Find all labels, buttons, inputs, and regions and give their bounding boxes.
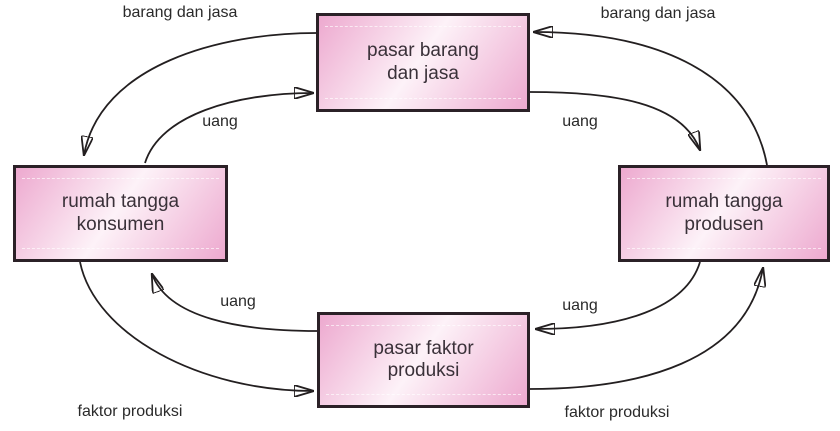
flow-label-goods-top-right: barang dan jasa [600,5,716,22]
arrow-goods-market-to-consumer [84,32,317,155]
arrow-factors-consumer-to-factor-market [79,261,313,391]
flow-label-money-bottom-right: uang [562,297,598,314]
flow-label-factors-bottom-right: faktor produksi [564,404,670,421]
arrow-money-goods-market-to-producer [529,91,700,150]
arrow-money-consumer-to-goods-market [144,93,313,164]
flow-label-money-top-left: uang [202,113,238,130]
arrow-factors-factor-market-to-producer [529,268,763,390]
arrow-money-factor-market-to-consumer [152,274,318,332]
node-rumah-tangga-konsumen: rumah tangga konsumen [13,165,228,262]
flow-label-goods-top-left: barang dan jasa [122,4,238,21]
flow-label-money-top-right: uang [562,113,598,130]
node-label-producer-household: rumah tangga produsen [665,191,783,235]
node-pasar-barang-dan-jasa: pasar barang dan jasa [316,13,530,112]
arrow-money-producer-to-factor-market [536,261,701,329]
flow-label-factors-bottom-left: faktor produksi [77,403,183,420]
node-label-consumer-household: rumah tangga konsumen [61,191,180,235]
node-label-factor-market: pasar faktor produksi [373,337,474,381]
node-rumah-tangga-produsen: rumah tangga produsen [618,165,830,262]
node-label-goods-market: pasar barang dan jasa [367,40,479,84]
node-pasar-faktor-produksi: pasar faktor produksi [317,312,530,408]
flow-label-money-bottom-left: uang [220,293,256,310]
arrow-goods-producer-to-goods-market [534,32,768,166]
